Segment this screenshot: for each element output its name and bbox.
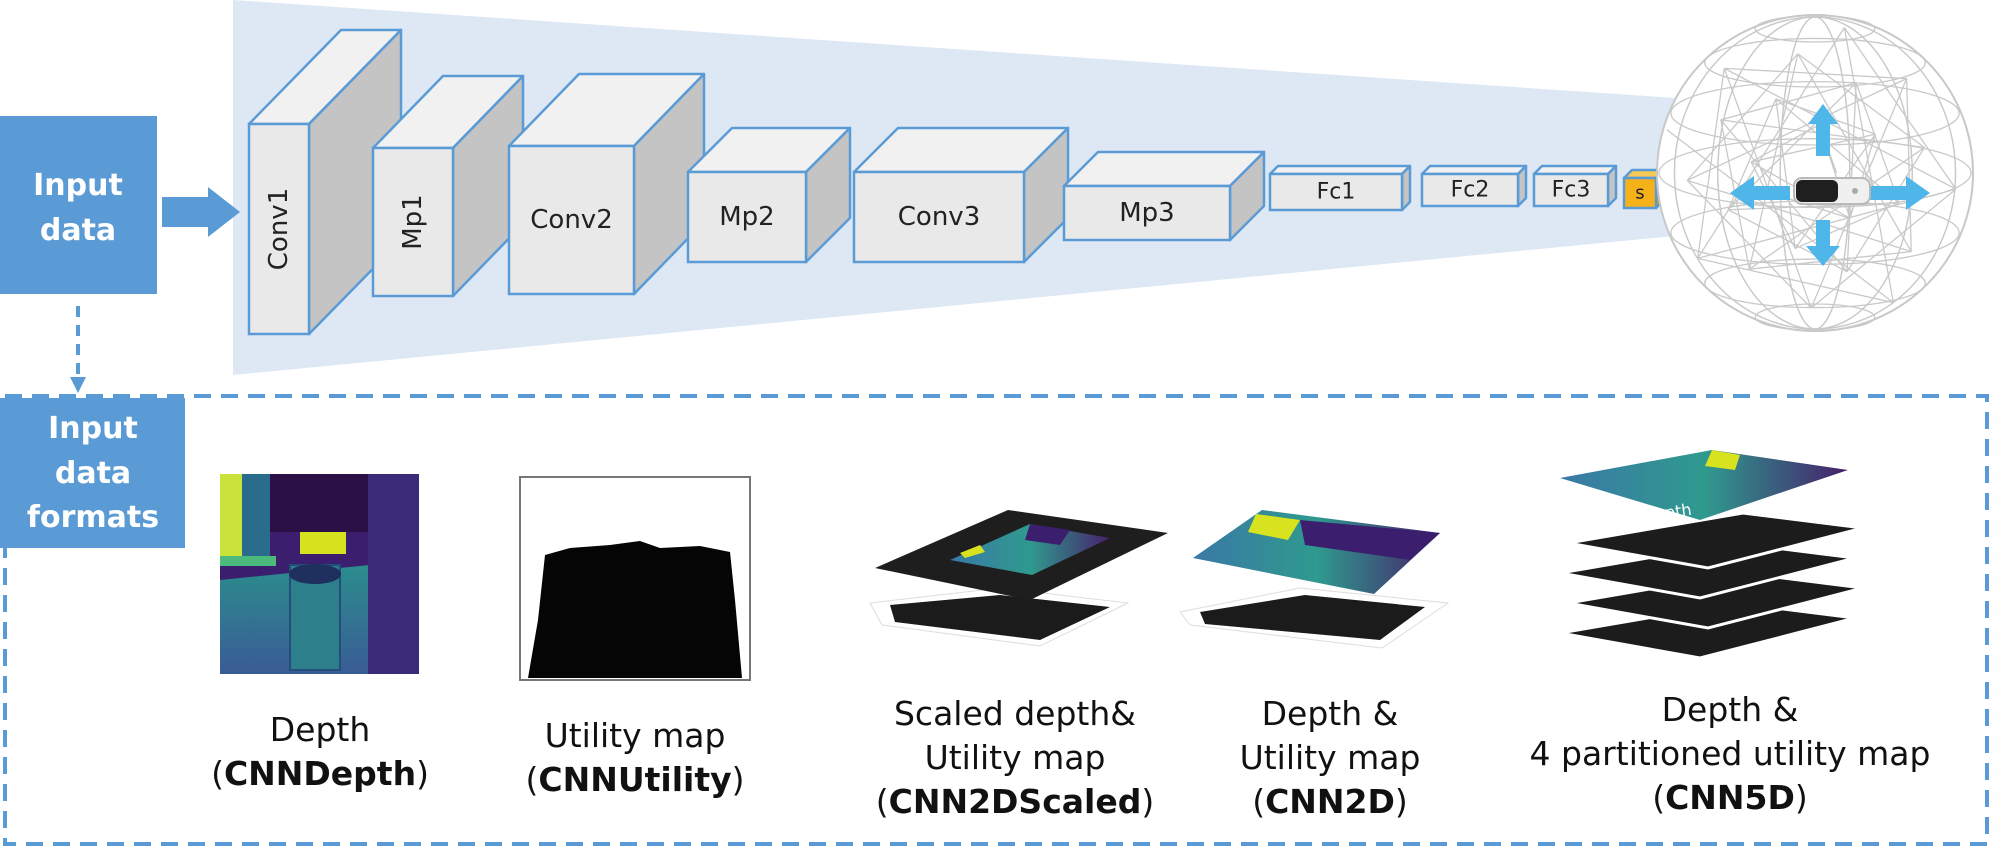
layer-fc2: Fc2 <box>1420 164 1528 208</box>
layer-fc3: Fc3 <box>1532 164 1618 208</box>
layer-front-face <box>1268 172 1404 212</box>
left-arrow-icon <box>1730 176 1790 210</box>
depth-layer <box>1560 450 1848 520</box>
utility-caption: Utility map (CNNUtility) <box>500 714 770 802</box>
right-arrow-icon <box>1870 176 1930 210</box>
layer-front-face <box>686 170 808 264</box>
layer-label: Mp3 <box>1119 198 1174 228</box>
layer-label: s <box>1635 183 1644 204</box>
layer-front-face <box>1532 172 1610 208</box>
layer-label: Fc1 <box>1317 180 1356 205</box>
cnn5d-caption-line1: Depth & <box>1661 690 1799 729</box>
input-arrow <box>162 187 240 237</box>
cnn5d-stack <box>1559 450 1864 660</box>
layer-conv3: Conv3 <box>852 126 1070 264</box>
partition-layer <box>1567 511 1864 570</box>
sphere-latitude <box>1754 303 1876 331</box>
cnn2d-stack <box>1179 510 1450 649</box>
sphere-latitude <box>1704 37 1926 88</box>
layer-front-face <box>371 146 455 298</box>
scaled-caption-bold: CNN2DScaled <box>888 782 1142 821</box>
layer-label: Conv1 <box>264 188 294 270</box>
cnn5d-caption-bold: CNN5D <box>1665 778 1795 817</box>
layer-label: Mp1 <box>398 194 428 249</box>
scaled-caption-line2: Utility map <box>924 738 1106 777</box>
sphere-mesh-line <box>1843 27 1957 303</box>
cnn2d-caption: Depth & Utility map (CNN2D) <box>1180 692 1480 824</box>
utility-map-image <box>519 476 751 681</box>
sphere-latitude <box>1670 80 1960 146</box>
network-layers: Conv1 Mp1 Conv2 Mp2 Conv3 Mp3 Fc1 Fc2 Fc3 s <box>247 28 1666 336</box>
cnn5d-caption-line2: 4 partitioned utility map <box>1529 734 1931 773</box>
layer-label: Conv2 <box>530 205 612 235</box>
utility-caption-bold: CNNUtility <box>538 760 732 799</box>
cnn2d-caption-line2: Utility map <box>1239 738 1421 777</box>
layer-mp3: Mp3 <box>1062 150 1266 242</box>
layer-label: Fc2 <box>1451 178 1490 203</box>
down-arrow-icon <box>1806 220 1840 266</box>
formats-label-2: data <box>55 456 131 491</box>
layer-front-face <box>1420 172 1520 208</box>
depth-caption: Depth (CNNDepth) <box>190 708 450 796</box>
sphere-latitude <box>1754 15 1876 43</box>
depth-image <box>220 474 419 674</box>
layer-label: Fc3 <box>1552 178 1591 203</box>
camera-icon <box>1793 177 1871 205</box>
formats-label-3: formats <box>27 500 159 535</box>
cnn2d-caption-line1: Depth & <box>1261 694 1399 733</box>
layer-front-face <box>852 170 1026 264</box>
sphere-longitude <box>1673 16 1957 330</box>
input-data-label-1: Input <box>33 168 123 203</box>
layer-mp2: Mp2 <box>686 126 852 264</box>
input-data-box <box>0 116 157 294</box>
layer-conv2: Conv2 <box>507 72 706 296</box>
depth-layer-highlight <box>1705 450 1740 470</box>
depth-caption-line1: Depth <box>269 710 371 749</box>
cnn5d-caption: Depth & 4 partitioned utility map (CNN5D… <box>1510 688 1950 820</box>
input-data-label-2: data <box>40 213 116 248</box>
layer-label: Conv3 <box>898 202 980 232</box>
scaled-caption-line1: Scaled depth& <box>893 694 1136 733</box>
scaled-depth-stack <box>869 510 1168 647</box>
layer-label: Mp2 <box>719 202 774 232</box>
layer-front-face <box>1622 176 1658 210</box>
depth-caption-bold: CNNDepth <box>223 754 417 793</box>
layer-front-face <box>507 144 636 296</box>
sphere-latitude <box>1704 258 1926 309</box>
layer-front-face <box>247 122 311 336</box>
layer-fc1: Fc1 <box>1268 164 1412 212</box>
cnn2d-caption-bold: CNN2D <box>1265 782 1395 821</box>
utility-caption-line1: Utility map <box>544 716 726 755</box>
layer-front-face <box>1062 184 1232 242</box>
up-arrow-icon <box>1808 104 1838 156</box>
action-sphere <box>1656 14 1974 332</box>
input-data-formats-box <box>0 398 185 548</box>
layer-mp1: Mp1 <box>371 74 525 298</box>
scaled-caption: Scaled depth& Utility map (CNN2DScaled) <box>855 692 1175 824</box>
formats-label-1: Input <box>48 411 138 446</box>
